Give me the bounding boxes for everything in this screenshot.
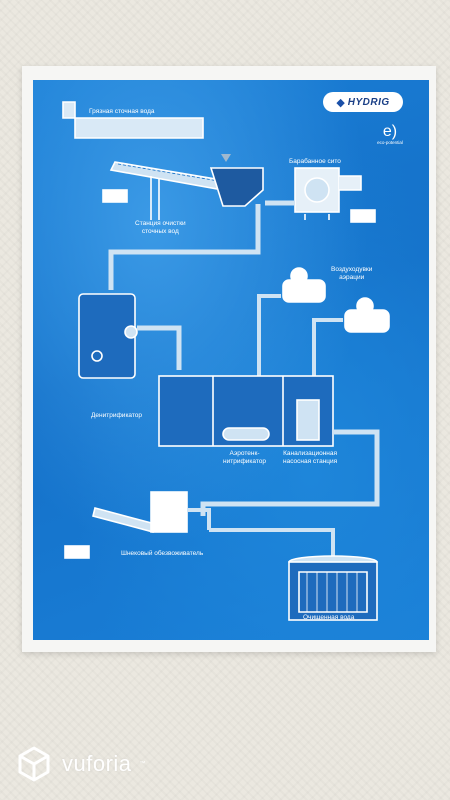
label-air-blowers: Воздуходувки аэрации — [331, 266, 373, 281]
screw-dewaterer — [92, 507, 156, 533]
eco-potential-logo: e) eco-potential — [370, 123, 410, 146]
trolley-1 — [102, 189, 128, 203]
inlet-pipe — [62, 101, 204, 139]
label-drum-sieve: Барабанное сито — [289, 158, 341, 165]
process-diagram — [62, 101, 390, 621]
vuforia-watermark: vuforia ™ — [14, 744, 146, 784]
air-blower-1 — [282, 279, 326, 303]
label-dirty-water: Грязная сточная вода — [89, 108, 155, 115]
vuforia-cube-icon — [18, 746, 50, 782]
vuforia-label: vuforia — [62, 751, 132, 776]
eco-potential-text: eco-potential — [377, 140, 403, 145]
label-pump-station: Канализационная насосная станция — [283, 450, 338, 465]
eco-mark-icon: e) — [382, 123, 398, 140]
vuforia-trademark: ™ — [139, 761, 146, 767]
hydrig-logo: ◆ HYDRIG — [323, 92, 403, 112]
dewaterer-housing — [150, 491, 188, 533]
cleaning-station-tank — [209, 167, 264, 207]
trolley-2 — [350, 209, 376, 223]
label-denitrifier: Денитрификатор — [91, 412, 143, 419]
hydrig-mark-icon: ◆ — [336, 96, 345, 109]
label-cleaning-station: Станция очистки сточных вод — [135, 220, 186, 235]
trolley-3 — [64, 545, 90, 559]
hydrig-brand-text: HYDRIG — [347, 96, 390, 108]
process-poster: Грязная сточная вода Барабанное сито Ста… — [33, 80, 429, 640]
label-clean-water: Очищенная вода — [303, 614, 355, 621]
label-screw-dewaterer: Шнековый обезвоживатель — [121, 550, 204, 557]
drum-sieve-wheel — [304, 177, 330, 203]
label-aerotank: Аэротенк- нитрификатор — [223, 450, 267, 465]
